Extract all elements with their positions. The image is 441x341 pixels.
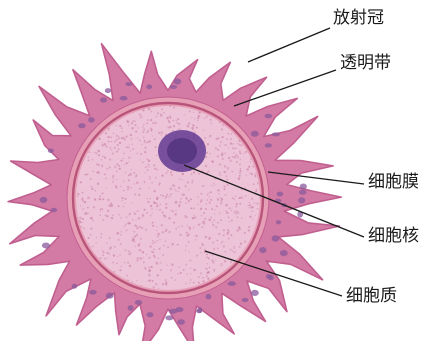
- corona-cell-nucleus: [128, 305, 134, 311]
- corona-cell-nucleus: [277, 192, 284, 197]
- label-cell-membrane: 细胞膜: [368, 172, 419, 192]
- corona-cell-nucleus: [125, 82, 132, 86]
- corona-cell-nucleus: [135, 300, 142, 305]
- corona-cell-nucleus: [299, 190, 307, 195]
- corona-cell-nucleus: [120, 96, 128, 101]
- label-cytoplasm: 细胞质: [346, 286, 397, 306]
- corona-cell-nucleus: [259, 247, 266, 253]
- corona-cell-nucleus: [146, 84, 152, 89]
- corona-cell-nucleus: [251, 131, 259, 137]
- corona-cell-nucleus: [106, 293, 114, 299]
- corona-cell-nucleus: [89, 290, 97, 295]
- corona-cell-nucleus: [298, 197, 305, 203]
- corona-cell-nucleus: [265, 114, 273, 119]
- corona-cell-nucleus: [177, 319, 185, 325]
- label-corona-radiata: 放射冠: [333, 8, 384, 28]
- corona-cell-nucleus: [300, 184, 307, 190]
- corona-cell-nucleus: [169, 309, 177, 314]
- corona-cell-nucleus: [206, 294, 212, 300]
- corona-cell-nucleus: [48, 148, 54, 153]
- corona-cell-nucleus: [72, 284, 78, 289]
- corona-cell-nucleus: [280, 250, 288, 256]
- corona-cell-nucleus: [276, 220, 281, 224]
- corona-cell-nucleus: [251, 290, 259, 296]
- label-zona-pellucida: 透明带: [340, 53, 391, 73]
- corona-cell-nucleus: [40, 197, 48, 203]
- corona-cell-nucleus: [42, 243, 50, 249]
- corona-cell-nucleus: [88, 117, 95, 122]
- label-nucleus: 细胞核: [368, 226, 419, 246]
- corona-cell-nucleus: [272, 235, 280, 241]
- corona-cell-nucleus: [105, 88, 111, 93]
- nucleus-interior: [167, 138, 197, 164]
- corona-cell-nucleus: [228, 281, 236, 286]
- corona-cell-nucleus: [268, 275, 274, 281]
- corona-cell-nucleus: [265, 143, 272, 147]
- corona-cell-nucleus: [196, 309, 202, 313]
- corona-cell-nucleus: [147, 312, 154, 317]
- corona-cell-nucleus: [165, 315, 173, 320]
- corona-cell-nucleus: [242, 298, 249, 302]
- corona-cell-nucleus: [174, 78, 182, 84]
- corona-cell-nucleus: [170, 85, 178, 89]
- corona-cell-nucleus: [100, 97, 107, 102]
- corona-cell-nucleus: [272, 132, 280, 136]
- corona-cell-nucleus: [51, 208, 58, 212]
- leader-line-corona: [248, 28, 330, 62]
- corona-cell-nucleus: [78, 123, 86, 128]
